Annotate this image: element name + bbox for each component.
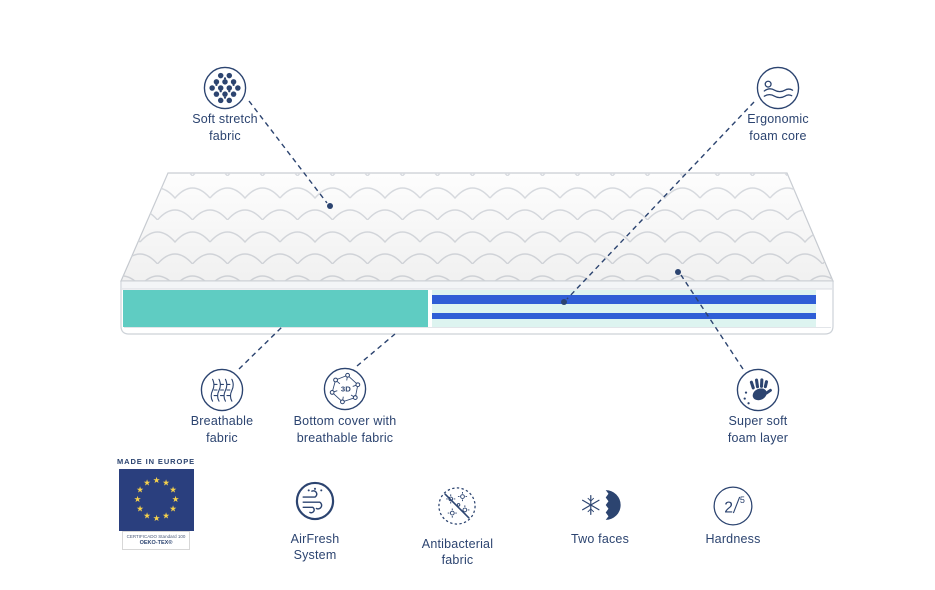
mattress-teal-fabric: [123, 290, 428, 327]
antibacterial-label: Antibacterial fabric: [421, 537, 494, 568]
svg-text:★: ★: [143, 479, 151, 489]
ergonomic-label: Ergonomic foam core: [747, 112, 809, 143]
snowflake-icon: [582, 494, 600, 516]
svg-text:★: ★: [162, 512, 170, 522]
hardness-value: 2: [724, 499, 733, 516]
soft-foam-hand-icon: [736, 368, 780, 412]
airfresh-icon: [295, 481, 335, 521]
half-moon-face: [605, 490, 621, 520]
ergonomic-foam-core-icon: [756, 66, 800, 110]
breathable-fabric-icon: [200, 368, 244, 412]
antibacterial-icon: [438, 487, 476, 525]
leader-dots: [327, 203, 681, 305]
soft-stretch-label: Soft stretch fabric: [192, 112, 258, 143]
3d-mesh-text: 3D: [341, 385, 351, 394]
mattress-foam-stripe-1: [432, 295, 816, 304]
leader-line-breathable: [238, 326, 283, 370]
svg-text:★: ★: [133, 495, 141, 505]
made-in-europe-title: MADE IN EUROPE: [116, 457, 196, 466]
leader-lines: [238, 100, 755, 370]
svg-text:★: ★: [152, 514, 160, 524]
airfresh-label: AirFresh System: [290, 532, 340, 563]
two-faces-label: Two faces: [570, 532, 630, 546]
svg-text:★: ★: [169, 486, 177, 496]
eu-flag-icon: ★ ★ ★ ★ ★ ★ ★ ★ ★ ★ ★ ★: [118, 469, 194, 531]
svg-text:★: ★: [136, 505, 144, 515]
oeko-tex-cert-tag: CERTIFICADO Standard 100 OEKO-TEX®: [122, 531, 190, 550]
breathable-label: Breathable fabric: [190, 414, 254, 445]
cert-line-1: CERTIFICADO Standard 100: [126, 534, 186, 539]
made-in-europe-badge: MADE IN EUROPE ★ ★ ★ ★ ★ ★ ★ ★ ★ ★ ★ ★ C…: [110, 457, 202, 550]
svg-text:★: ★: [152, 476, 160, 486]
svg-text:★: ★: [136, 486, 144, 496]
mattress-foam-stripe-2: [432, 313, 816, 319]
mattress-front-face: [120, 280, 834, 335]
cert-line-2: OEKO-TEX®: [139, 539, 173, 546]
leader-line-ergonomic: [566, 101, 755, 300]
leader-line-soft-stretch: [248, 100, 328, 204]
hardness-scale: 5: [740, 495, 745, 505]
3d-mesh-cover-icon: 3D: [323, 367, 367, 411]
svg-text:★: ★: [171, 495, 179, 505]
svg-text:★: ★: [162, 479, 170, 489]
mattress-tape-edge: [122, 282, 832, 289]
bottom-cover-label: Bottom cover with breathable fabric: [293, 414, 397, 445]
leader-line-super-soft: [680, 274, 744, 370]
svg-text:★: ★: [143, 512, 151, 522]
two-faces-icon: [582, 490, 621, 520]
hardness-icon: 2 5: [713, 486, 753, 526]
super-soft-label: Super soft foam layer: [727, 414, 789, 445]
soft-stretch-fabric-icon: [203, 66, 247, 110]
mattress-top-surface: [120, 172, 834, 282]
hardness-label: Hardness: [705, 532, 761, 546]
leader-line-bottom-cover: [356, 333, 396, 367]
svg-text:★: ★: [169, 505, 177, 515]
